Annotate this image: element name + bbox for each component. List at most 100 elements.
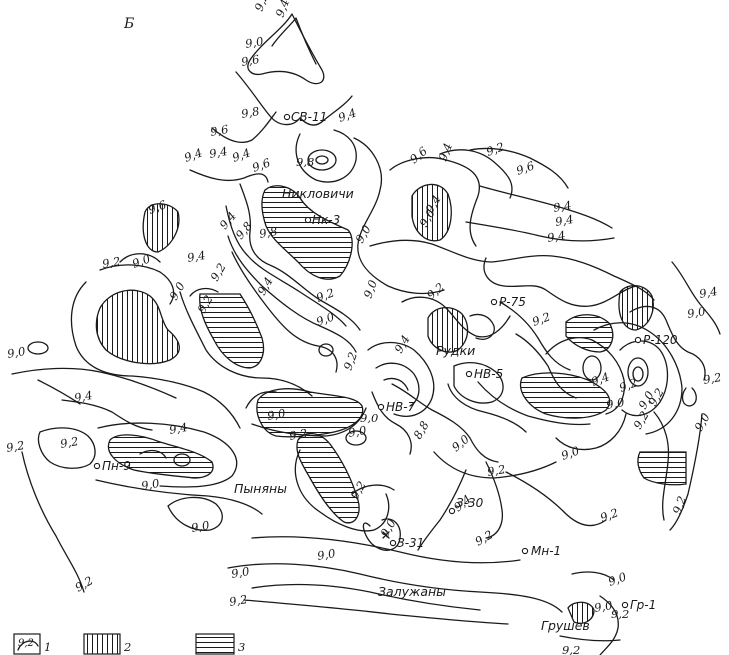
contour-label: 9,2 <box>424 280 447 302</box>
isoline <box>247 13 325 85</box>
isoline <box>545 337 626 415</box>
contour-label: 9,4 <box>546 228 566 245</box>
isoline <box>119 253 161 263</box>
isoline <box>21 451 85 593</box>
legend-swatch-horizontal <box>195 633 235 655</box>
contour-label: 9,0 <box>244 34 264 51</box>
isoline <box>271 17 317 65</box>
isoline <box>318 343 334 357</box>
legend-number: 3 <box>238 640 245 654</box>
isoline <box>483 257 637 307</box>
well-label: НВ-5 <box>474 367 503 381</box>
isoline <box>243 599 509 625</box>
contour-label: 9,4 <box>168 420 188 437</box>
well-label: З-30 <box>456 496 484 510</box>
contour-label: 9,4 <box>73 388 93 405</box>
contour-label: 9,2 <box>562 643 580 655</box>
contour-label: 9,4 <box>186 248 206 265</box>
contour-label: 9,2 <box>73 573 96 594</box>
isoline <box>251 536 521 564</box>
contour-label: 9,0 <box>314 309 336 328</box>
isoline <box>295 129 357 183</box>
contour-label: 9,0 <box>686 304 706 321</box>
contour-label: 9,0 <box>347 423 367 440</box>
well-marker <box>465 370 473 378</box>
contour-label: 9,2 <box>702 370 722 387</box>
isoline <box>37 427 96 469</box>
contour-label: 9,4 <box>554 212 574 229</box>
settlement-label: Грушев <box>541 618 590 633</box>
legend-isoline-sample <box>17 640 39 651</box>
isoline <box>555 413 627 451</box>
contour-label: 9,2 <box>252 0 271 13</box>
isoline <box>439 149 513 199</box>
isolines <box>11 13 721 655</box>
contour-label: 9,2 <box>288 426 308 443</box>
well-label: Р-75 <box>499 295 526 309</box>
isoline <box>179 291 313 397</box>
isoline <box>61 399 153 431</box>
isoline <box>211 111 277 143</box>
isoline <box>139 449 167 459</box>
well-label: З-31 <box>397 536 424 550</box>
settlement-label: Залужаны <box>378 584 446 599</box>
isoline <box>632 366 644 382</box>
contour-label: 9,4 <box>698 284 718 301</box>
isoline <box>499 301 571 371</box>
isoline <box>485 461 504 539</box>
isoline <box>173 453 191 467</box>
isoline <box>235 71 301 126</box>
isoline <box>375 362 420 407</box>
contour-label: 9,2 <box>207 261 228 284</box>
contour-label: 9,0 <box>352 223 373 246</box>
isoline <box>671 261 721 335</box>
contour-label: 9,0 <box>605 395 625 412</box>
well-label: Гр-1 <box>630 598 656 612</box>
well-label: Р-120 <box>643 333 678 347</box>
contour-label: 9,4 <box>391 333 412 356</box>
contour-label: 9,2 <box>670 494 689 516</box>
contour-label: 9,2 <box>484 139 506 158</box>
contour-label: 9,4 <box>230 145 252 164</box>
isoline <box>231 251 338 373</box>
isoline <box>369 239 655 301</box>
isoline <box>599 595 619 655</box>
zone-vertical <box>427 307 469 353</box>
isoline <box>227 235 357 353</box>
contour-label: 9,4 <box>182 145 204 164</box>
isoline <box>653 411 670 521</box>
contour-label: 9,6 <box>250 155 272 174</box>
legend-number: 1 <box>44 640 51 654</box>
contour-label: 9,2 <box>341 350 360 372</box>
isoline <box>469 313 495 340</box>
contour-label: 9,2 <box>228 592 248 609</box>
isoline <box>351 484 395 495</box>
isoline <box>345 430 367 446</box>
contour-label: 9,0 <box>377 517 398 540</box>
cross-marker <box>382 531 390 539</box>
isoline <box>582 355 602 381</box>
contour-label: 9,4 <box>336 105 358 124</box>
isoline <box>367 341 435 417</box>
isoline <box>391 383 499 463</box>
wells: СВ-11 Нк-3 Р-75 НВ-5 Р-120 НВ-7 Пн-9 З-3… <box>93 110 678 612</box>
isoline <box>99 264 175 305</box>
isoline <box>299 95 353 126</box>
isoline <box>307 149 337 171</box>
isoline <box>11 367 177 399</box>
legend: 9,2 1 2 3 <box>13 633 245 655</box>
isoline <box>669 413 703 531</box>
contour-label: 9,8 <box>258 224 278 241</box>
isoline <box>571 571 615 581</box>
contour-label: 9,2 <box>486 462 506 479</box>
contour-label: 9,6 <box>514 158 536 177</box>
isoline <box>515 333 577 399</box>
isoline <box>629 305 706 381</box>
isoline <box>401 296 511 338</box>
isoline <box>189 169 269 183</box>
contour-label: 9,0 <box>140 476 160 493</box>
settlements: Никловичи Рудки Пыняны Залужаны Грушев <box>234 186 590 633</box>
isoline <box>70 281 241 429</box>
contour-label: 8,8 <box>410 419 431 442</box>
